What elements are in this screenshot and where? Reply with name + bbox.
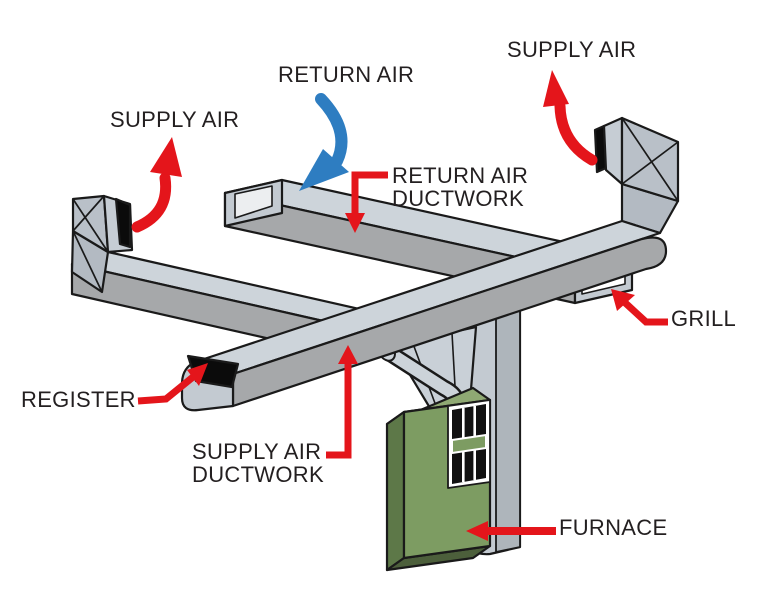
grill-leader bbox=[618, 296, 668, 326]
return-air-ductwork-leader bbox=[351, 171, 388, 215]
return-air-arrow-head bbox=[299, 149, 349, 191]
supply-air-ductwork-leader-head bbox=[338, 345, 358, 364]
label-supply-air-ductwork-line2: DUCTWORK bbox=[192, 462, 324, 487]
branch-elbow-facet-line bbox=[72, 230, 103, 293]
label-supply-air-ductwork-line1: SUPPLY AIR bbox=[192, 439, 322, 464]
register-leader-head bbox=[187, 363, 208, 386]
label-return-air-ductwork: RETURN AIR DUCTWORK bbox=[392, 164, 528, 210]
return-drop-side-facet bbox=[495, 284, 521, 553]
label-supply-air-left: SUPPLY AIR bbox=[110, 107, 240, 132]
trunk-cap-x-line-2 bbox=[621, 141, 679, 185]
supply-air-right-arrow-head bbox=[543, 70, 569, 107]
label-supply-air-right: SUPPLY AIR bbox=[507, 37, 637, 62]
label-return-air-ductwork-line2: DUCTWORK bbox=[392, 186, 524, 211]
label-furnace: FURNACE bbox=[559, 515, 668, 540]
return-duct-open-end-inner bbox=[234, 185, 273, 219]
supply-air-left-arrow-shaft bbox=[131, 172, 172, 233]
branch-cap-x-line-1 bbox=[72, 198, 109, 253]
supply-air-ductwork-leader bbox=[326, 362, 352, 459]
label-supply-air-ductwork: SUPPLY AIR DUCTWORK bbox=[192, 440, 324, 486]
label-grill: GRILL bbox=[671, 306, 737, 331]
supply-air-right-arrow-shaft bbox=[554, 100, 598, 166]
grill-leader-head bbox=[611, 289, 635, 311]
return-air-ductwork-leader-head bbox=[345, 213, 365, 233]
label-return-air-ductwork-line1: RETURN AIR bbox=[392, 163, 529, 188]
supply-air-left-arrow-head bbox=[150, 137, 182, 177]
register-leader bbox=[137, 374, 196, 405]
annotation-arrows bbox=[131, 70, 668, 541]
branch-cap-x-line-2 bbox=[72, 195, 105, 232]
trunk-cap-x-line-1 bbox=[621, 117, 679, 202]
branch-register bbox=[114, 197, 132, 249]
trunk-elbow-riser bbox=[602, 116, 624, 186]
grille-divider-band bbox=[451, 434, 487, 454]
furnace-leader-head bbox=[466, 521, 488, 541]
label-register: REGISTER bbox=[21, 387, 136, 412]
furnace bbox=[385, 386, 492, 572]
furnace-left-face bbox=[385, 410, 406, 572]
label-return-air: RETURN AIR bbox=[278, 62, 415, 87]
return-air-arrow-shaft bbox=[315, 93, 348, 167]
